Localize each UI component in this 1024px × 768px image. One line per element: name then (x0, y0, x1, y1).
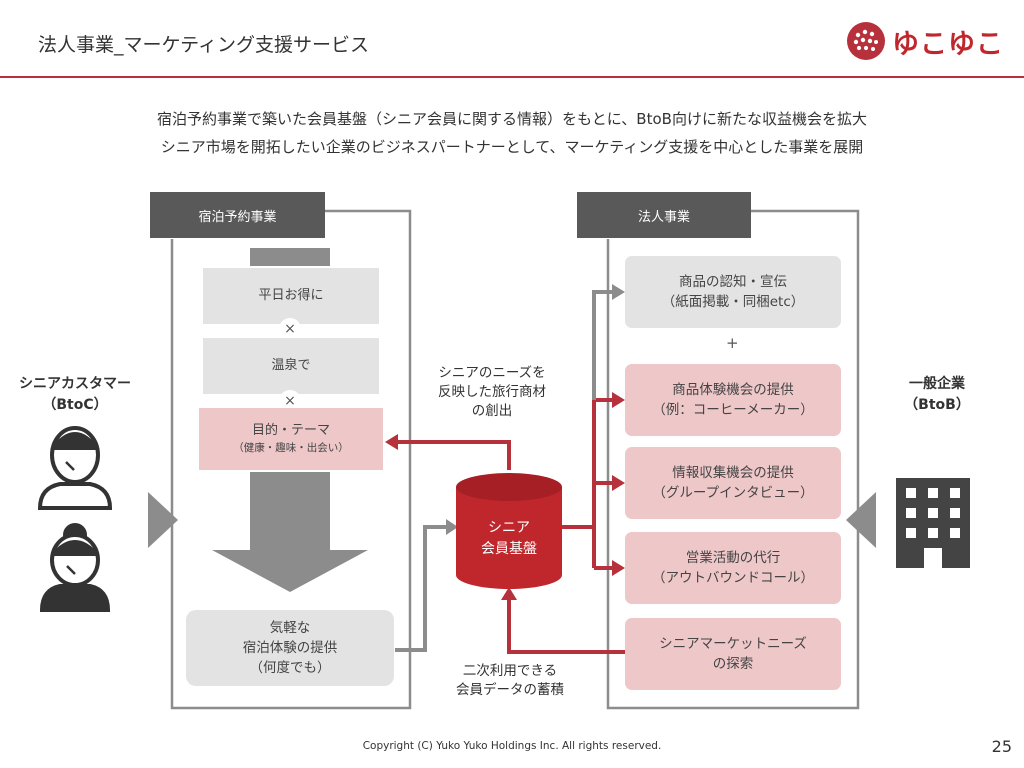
logo-dots-icon (847, 22, 885, 60)
note-member-data: 二次利用できる 会員データの蓄積 (430, 662, 590, 700)
service-item-title: 情報収集機会の提供 (672, 464, 794, 481)
logo-text: ゆこゆこ (892, 28, 1004, 60)
header-divider (0, 76, 1024, 78)
service-item-sub: （例：コーヒーメーカー） (652, 402, 814, 418)
general-company-line-1: 一般企業 (909, 376, 965, 392)
arrow-db-to-theme (398, 440, 511, 470)
condition-box-onsen: 温泉で (203, 338, 379, 394)
service-item-sub: （紙面掲載・同梱etc） (661, 294, 805, 310)
note-travel-line-2: 反映した旅行商材 (438, 383, 546, 400)
service-item-sales: 営業活動の代行 （アウトバウンドコール） (625, 532, 841, 604)
service-item-research: 情報収集機会の提供 （グループインタビュー） (625, 447, 841, 519)
intro-line-2: シニア市場を開拓したい企業のビジネスパートナーとして、マーケティング支援を中心と… (160, 138, 864, 156)
service-item-sub: （アウトバウンドコール） (652, 570, 814, 586)
condition-weekday-label: 平日お得に (258, 287, 324, 303)
big-down-arrow (212, 472, 368, 592)
times-icon: × (279, 318, 301, 340)
condition-box-weekday: 平日お得に (203, 268, 379, 324)
service-item-title: 商品の認知・宣伝 (679, 273, 787, 290)
page-title: 法人事業_マーケティング支援サービス (38, 34, 369, 56)
service-item-title: 商品体験機会の提供 (672, 381, 794, 398)
note-travel-line-3: の創出 (471, 402, 513, 419)
theme-subtitle: （健康・趣味・出会い） (233, 441, 349, 454)
service-item-awareness: 商品の認知・宣伝 （紙面掲載・同梱etc） (625, 256, 841, 328)
page-number: 25 (991, 737, 1012, 756)
chevron-left-icon (846, 492, 876, 548)
service-item-needs: シニアマーケットニーズ の探索 (625, 618, 841, 690)
intro-line-1: 宿泊予約事業で築いた会員基盤（シニア会員に関する情報）をもとに、BtoB向けに新… (157, 110, 867, 128)
note-data-line-2: 会員データの蓄積 (456, 681, 564, 698)
database-label-line-2: 会員基盤 (481, 541, 537, 557)
company-logo: ゆこゆこ (846, 20, 1004, 62)
person-female-icon (39, 523, 111, 612)
result-line-3: （何度でも） (249, 660, 331, 677)
note-travel-products: シニアのニーズを 反映した旅行商材 の創出 (412, 364, 572, 421)
condition-box-theme: 目的・テーマ （健康・趣味・出会い） (199, 408, 383, 470)
arrow-to-awareness (592, 290, 612, 400)
note-data-line-1: 二次利用できる (462, 663, 558, 679)
database-label-line-1: シニア (488, 520, 530, 536)
left-panel-header: 宿泊予約事業 (150, 192, 325, 238)
note-travel-line-1: シニアのニーズを (438, 365, 546, 381)
top-bar (250, 248, 330, 266)
result-box: 気軽な 宿泊体験の提供 （何度でも） (186, 610, 394, 686)
result-line-1: 気軽な (269, 619, 311, 636)
chevron-right-icon (148, 492, 178, 548)
general-company-label: 一般企業 （BtoB） (882, 374, 992, 416)
building-icon (896, 478, 970, 568)
condition-onsen-label: 温泉で (271, 357, 311, 373)
service-item-sub: の探索 (712, 656, 754, 672)
service-item-title: シニアマーケットニーズ (659, 635, 807, 652)
theme-title: 目的・テーマ (251, 422, 330, 438)
senior-customer-label: シニアカスタマー （BtoC） (6, 374, 144, 416)
person-male-icon (37, 426, 113, 510)
right-panel-header: 法人事業 (577, 192, 751, 238)
service-item-title: 営業活動の代行 (685, 549, 781, 566)
general-company-line-2: （BtoB） (904, 397, 970, 413)
times-icon: × (279, 390, 301, 412)
plus-sign: + (726, 334, 739, 352)
database-label: シニア 会員基盤 (456, 518, 562, 560)
service-item-sub: （グループインタビュー） (652, 485, 814, 501)
arrow-result-to-db (395, 525, 446, 652)
senior-customer-line-2: （BtoC） (42, 397, 108, 413)
copyright-text: Copyright (C) Yuko Yuko Holdings Inc. Al… (362, 740, 662, 752)
service-item-trial: 商品体験機会の提供 （例：コーヒーメーカー） (625, 364, 841, 436)
senior-customer-line-1: シニアカスタマー (19, 376, 131, 392)
result-line-2: 宿泊体験の提供 (242, 639, 338, 656)
arrow-needs-to-db (507, 600, 625, 654)
